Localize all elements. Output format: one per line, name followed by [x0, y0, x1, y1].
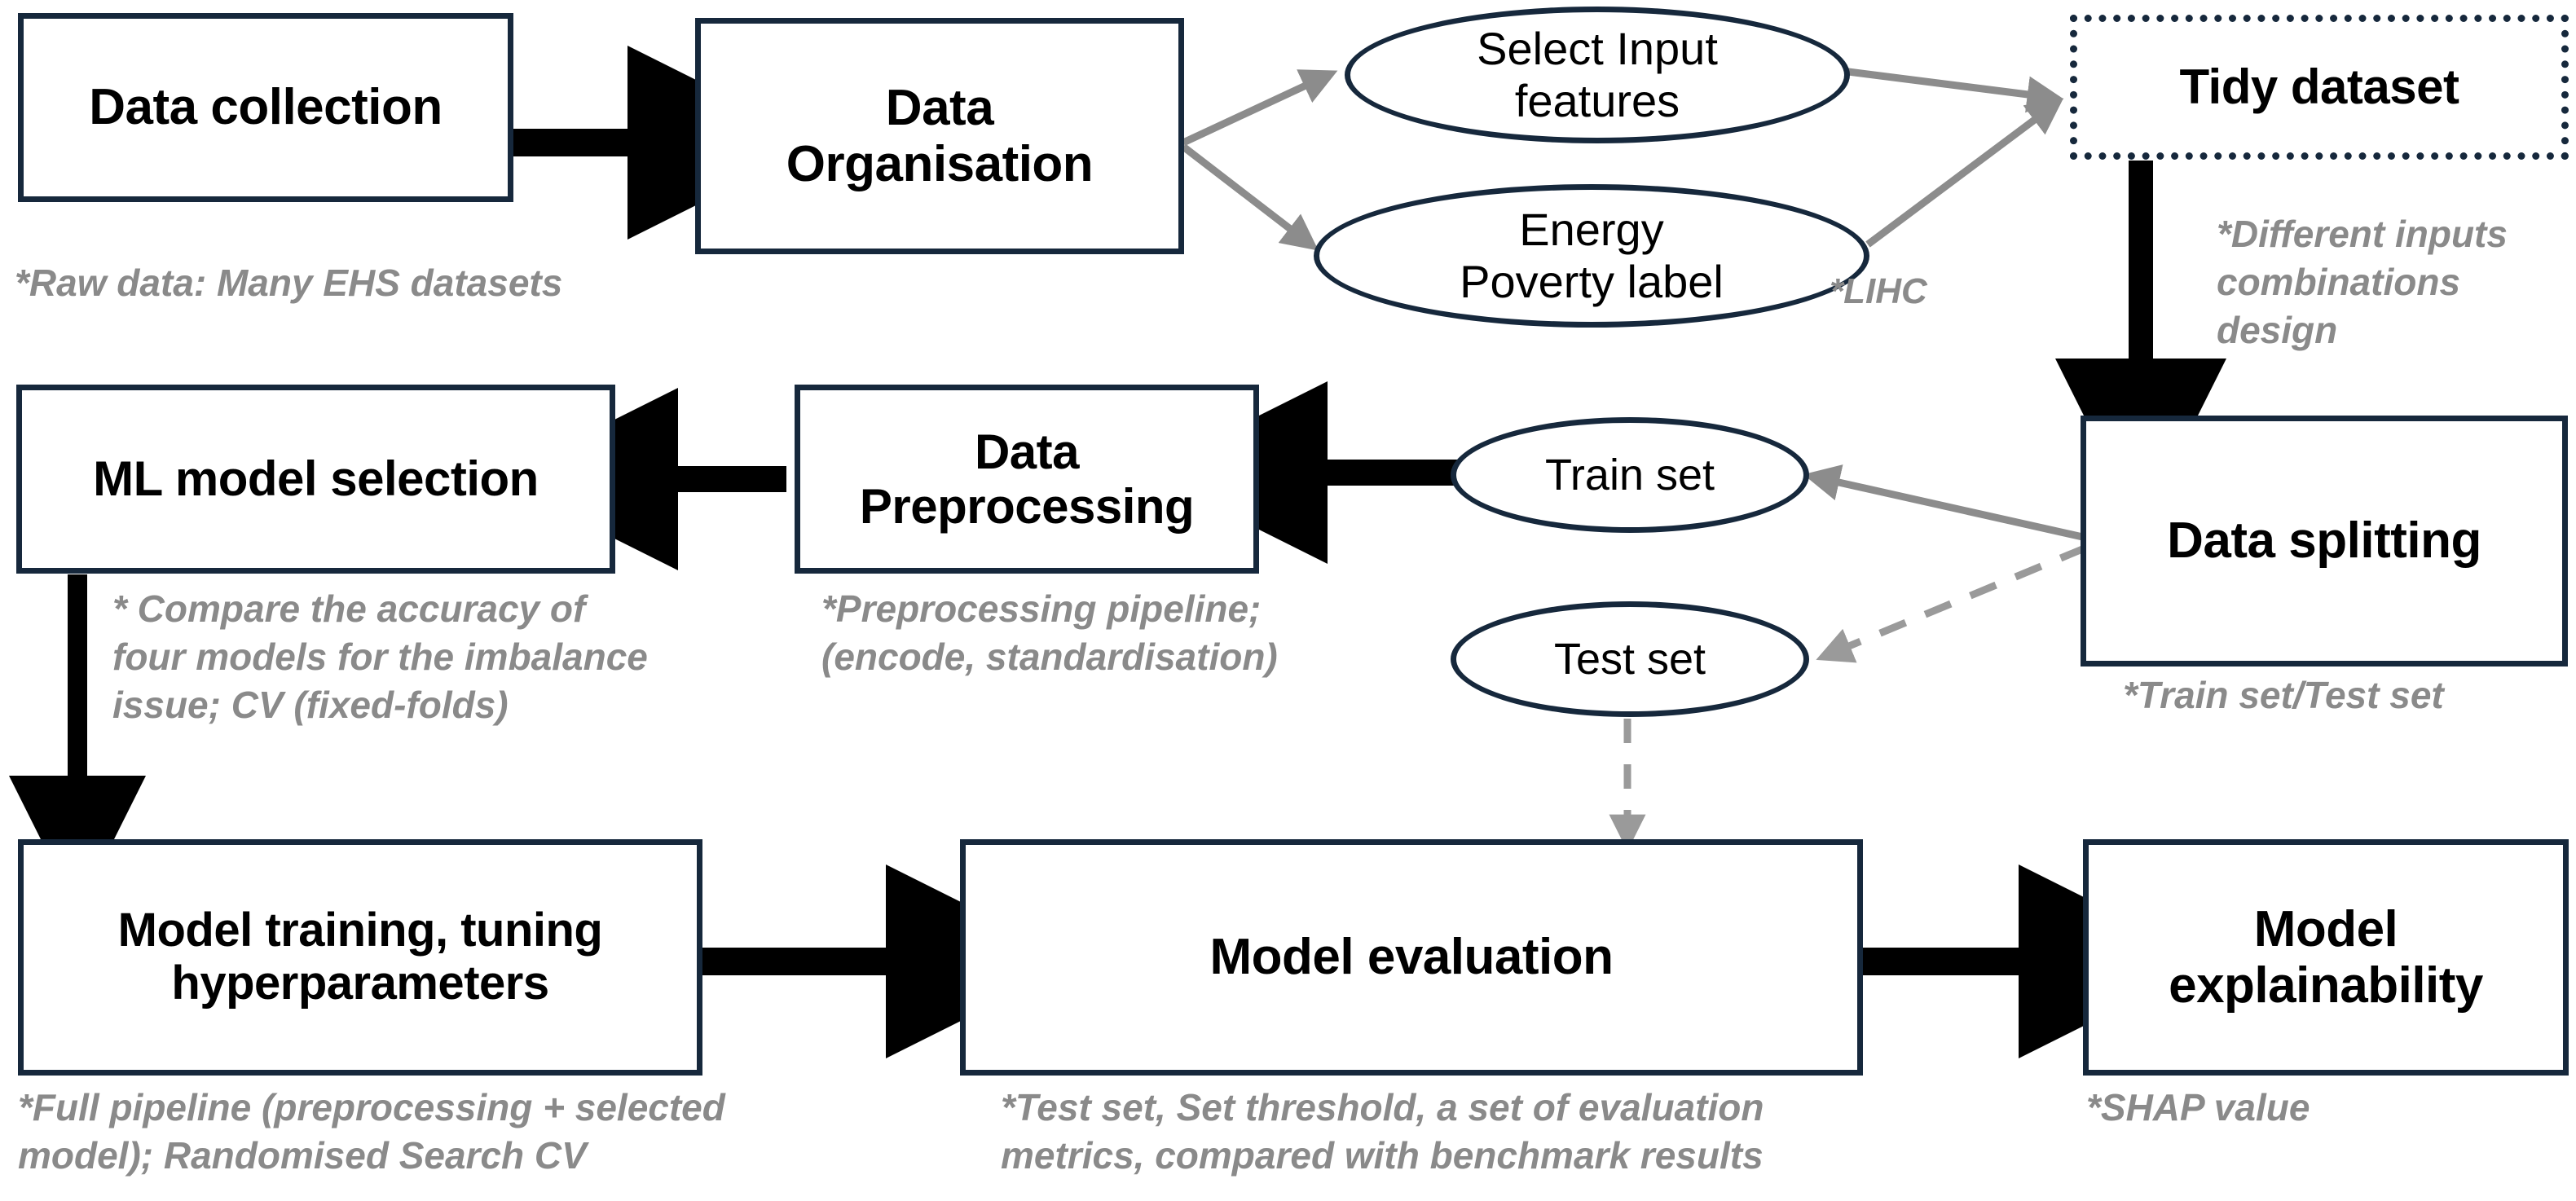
node-data-organisation-label: Data Organisation [786, 79, 1094, 192]
edge-splitting-to-train [1803, 464, 2087, 542]
node-model-evaluation[interactable]: Model evaluation [960, 839, 1863, 1076]
node-data-collection-label: Data collection [89, 79, 443, 136]
node-model-explainability-label: Model explainability [2169, 900, 2483, 1014]
node-data-preprocessing-label: Data Preprocessing [859, 424, 1195, 534]
note-data-splitting: *Train set/Test set [2123, 674, 2444, 716]
node-test-set-label: Test set [1553, 634, 1706, 684]
note-data-collection: *Raw data: Many EHS datasets [15, 262, 563, 304]
node-tidy-dataset-label: Tidy dataset [2179, 59, 2459, 115]
node-data-splitting-label: Data splitting [2167, 513, 2481, 570]
note-model-training: *Full pipeline (preprocessing + selected… [18, 1086, 725, 1177]
edge-organisation-to-features [1182, 69, 1338, 147]
edge-splitting-to-test [1816, 543, 2088, 663]
node-data-preprocessing[interactable]: Data Preprocessing [795, 385, 1259, 574]
node-data-splitting[interactable]: Data splitting [2081, 416, 2568, 666]
note-model-explainability: *SHAP value [2086, 1086, 2310, 1128]
note-lihc: *LIHC [1830, 271, 1927, 311]
node-model-training-label: Model training, tuning hyperparameters [117, 904, 603, 1010]
node-select-input-features[interactable]: Select Input features [1345, 7, 1850, 143]
note-tidy-dataset: *Different inputs combinations design [2217, 213, 2508, 351]
node-train-set-label: Train set [1544, 450, 1715, 499]
note-ml-model-selection: * Compare the accuracy of four models fo… [112, 587, 648, 726]
node-energy-poverty-label-label: Energy Poverty label [1460, 203, 1724, 307]
edge-label-to-tidy [1865, 98, 2064, 248]
node-model-training[interactable]: Model training, tuning hyperparameters [18, 839, 702, 1076]
node-ml-model-selection-label: ML model selection [93, 451, 539, 507]
edge-features-to-tidy [1847, 68, 2064, 113]
node-ml-model-selection[interactable]: ML model selection [16, 385, 615, 574]
node-model-evaluation-label: Model evaluation [1209, 929, 1614, 986]
edge-organisation-to-label [1181, 143, 1319, 251]
node-select-input-features-label: Select Input features [1477, 22, 1718, 126]
node-data-collection[interactable]: Data collection [18, 13, 513, 202]
node-tidy-dataset[interactable]: Tidy dataset [2070, 15, 2569, 160]
node-energy-poverty-label[interactable]: Energy Poverty label [1314, 184, 1869, 328]
note-data-preprocessing: *Preprocessing pipeline; (encode, standa… [821, 587, 1278, 678]
note-model-evaluation: *Test set, Set threshold, a set of evalu… [1001, 1086, 1764, 1177]
node-train-set[interactable]: Train set [1451, 417, 1809, 533]
node-test-set[interactable]: Test set [1451, 601, 1809, 717]
node-model-explainability[interactable]: Model explainability [2083, 839, 2569, 1076]
node-data-organisation[interactable]: Data Organisation [695, 18, 1184, 254]
